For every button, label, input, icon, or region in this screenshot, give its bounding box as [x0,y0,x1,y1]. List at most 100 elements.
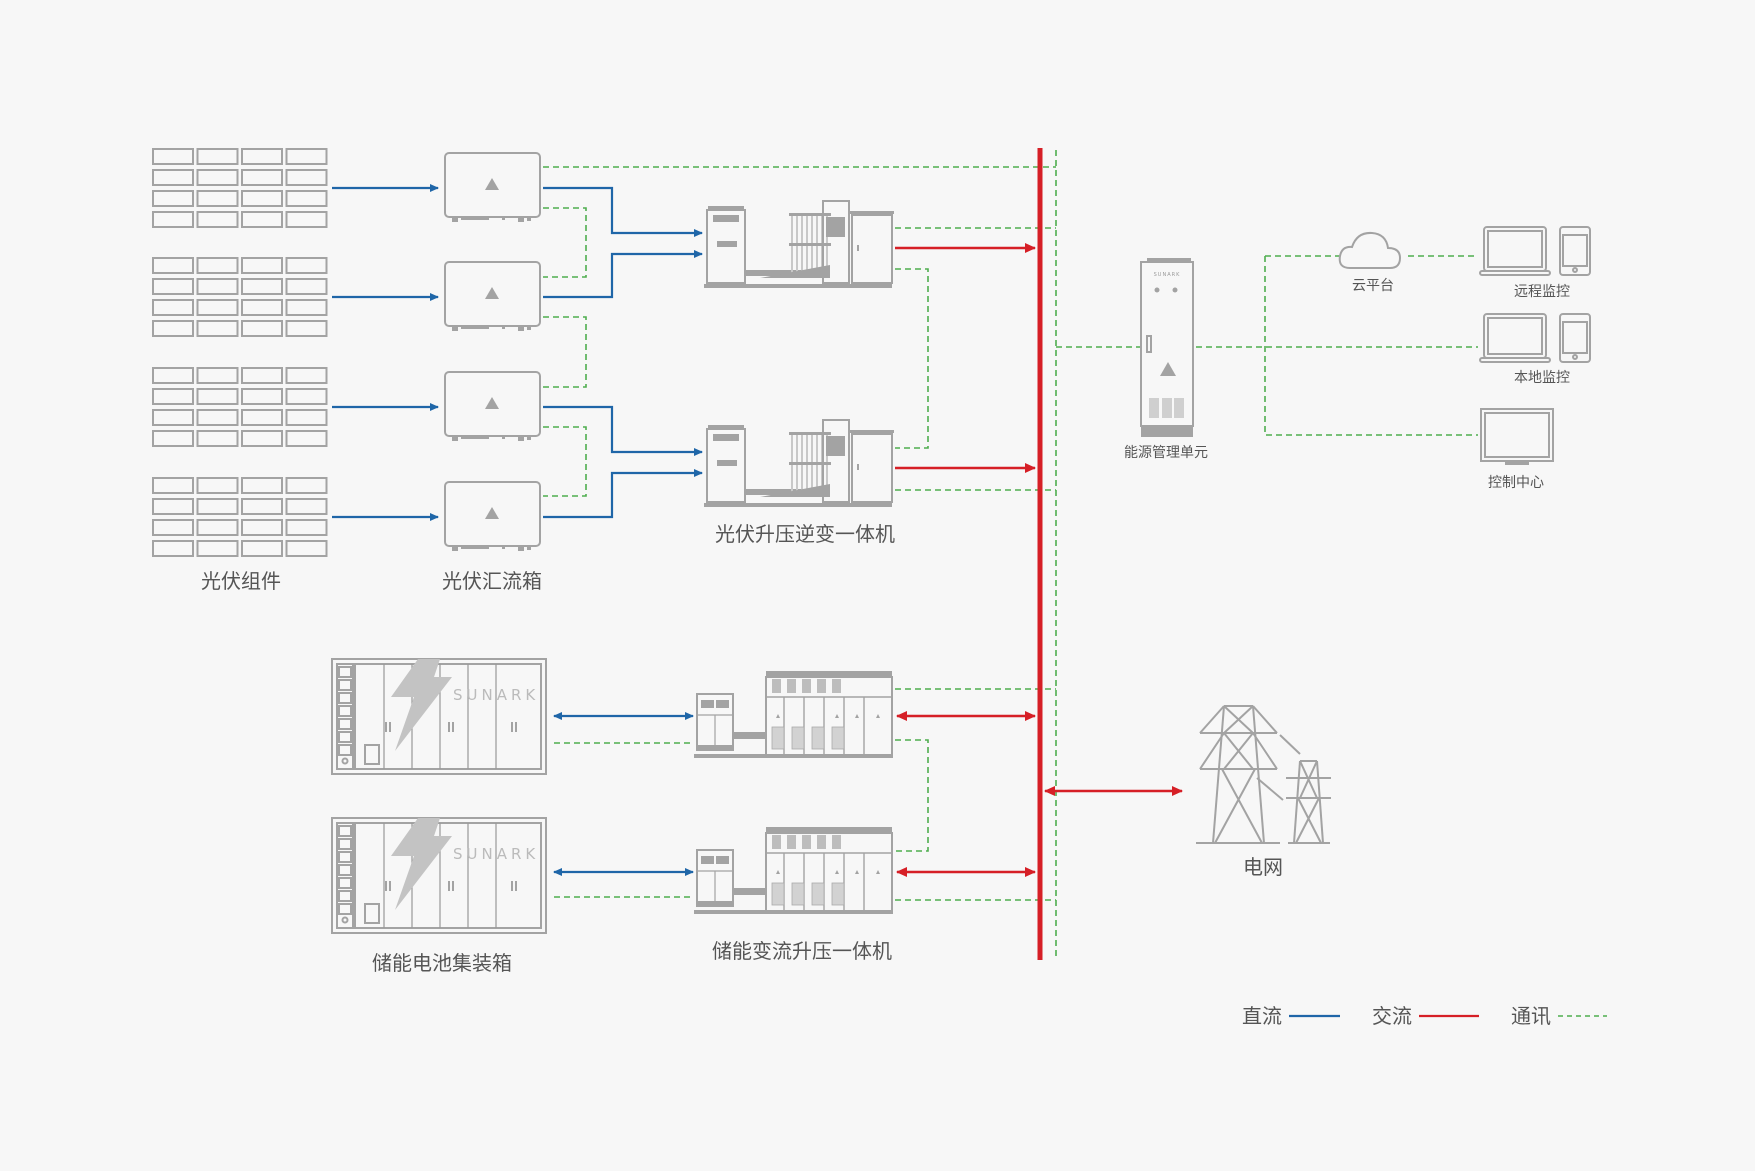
container-brand: SUNARK [453,845,539,863]
label-local-monitor: 本地监控 [1514,370,1570,386]
pv-panel [285,519,328,536]
pv-panel [152,409,194,426]
pv-panel [152,477,194,494]
pv-panel [152,388,194,405]
pv-panel [241,190,283,207]
pv-panel [196,367,239,384]
pv-panel [196,320,239,337]
pv-panel [285,430,328,447]
grid-towers-icon [1196,705,1331,844]
pv-panel [241,148,283,165]
pv-panel [241,388,283,405]
pv-panel [241,169,283,186]
pv-panel [285,190,328,207]
pv-panel [152,430,194,447]
lightning-logo [391,659,452,751]
pv-panel [196,430,239,447]
combiner-box [444,261,541,331]
pv-panel [196,211,239,228]
pv-panel [241,519,283,536]
pv-panel [196,540,239,557]
label-control-center: 控制中心 [1488,475,1544,491]
dc-line [543,250,703,299]
cloud-icon [1338,231,1402,269]
pv-panel [241,320,283,337]
pv-panel [196,498,239,515]
pv-inverter-stations [704,200,894,507]
label-pv-inverter-station: 光伏升压逆变一体机 [715,522,895,546]
pv-array [152,257,328,337]
battery-container: SUNARK [331,817,547,934]
pv-panel [152,148,194,165]
pv-panel [196,257,239,274]
combiner-box [444,152,541,222]
pv-panel [241,430,283,447]
com-line [543,316,587,388]
lightning-logo [391,818,452,910]
pv-panel [241,498,283,515]
pv-panel [241,540,283,557]
pv-panel [152,367,194,384]
ems-cabinet: SUNARK [1140,258,1194,437]
pv-panel [285,211,328,228]
label-ems: 能源管理单元 [1124,445,1208,461]
dc-lines [332,184,703,876]
pcs-station [694,671,893,758]
warning-icon [485,507,499,519]
remote-monitor-devices [1479,226,1591,276]
control-center-monitor [1480,408,1554,465]
pv-array [152,367,328,447]
pv-panel [285,540,328,557]
com-line [543,426,587,497]
battery-containers: SUNARK SUNARK [331,658,547,934]
com-line [895,268,929,449]
pcs-stations [694,671,893,914]
legend-dc-label: 直流 [1242,1004,1282,1028]
pv-panel [285,148,328,165]
pv-panel [196,169,239,186]
com-line [895,739,929,852]
pv-panel [196,299,239,316]
combiner-box [444,371,541,441]
label-pv-modules: 光伏组件 [201,569,281,593]
ems-brand: SUNARK [1154,272,1181,278]
pv-panel [285,498,328,515]
pv-panel [196,190,239,207]
pv-panel [285,278,328,295]
pv-panel [241,211,283,228]
pv-panel [285,169,328,186]
label-grid: 电网 [1243,855,1283,879]
container-brand: SUNARK [453,686,539,704]
pv-panel [196,148,239,165]
pv-panel [152,190,194,207]
pv-panel [241,409,283,426]
pv-inverter-station [704,200,894,288]
warning-icon [485,178,499,190]
pv-panel [285,388,328,405]
pv-panel [241,299,283,316]
legend: 直流 交流 通讯 [1242,1004,1607,1028]
pv-panel [196,409,239,426]
pv-panel [152,257,194,274]
label-cloud: 云平台 [1352,278,1394,294]
dc-line [543,186,703,237]
pv-panel [241,278,283,295]
pv-panel [152,519,194,536]
label-combiner-box: 光伏汇流箱 [442,569,542,593]
label-pcs-station: 储能变流升压一体机 [712,939,892,963]
pv-panel [241,477,283,494]
pv-panel [152,278,194,295]
local-monitor-devices [1479,313,1591,363]
pv-inverter-station [704,419,894,507]
pv-panel [285,367,328,384]
com-line [543,207,587,278]
combiner-box [444,481,541,551]
pv-array [152,148,328,228]
label-remote-monitor: 远程监控 [1514,284,1570,300]
pcs-station [694,827,893,914]
pv-panel [152,299,194,316]
pv-panel [152,320,194,337]
legend-ac-label: 交流 [1372,1004,1412,1028]
pv-panel [285,477,328,494]
